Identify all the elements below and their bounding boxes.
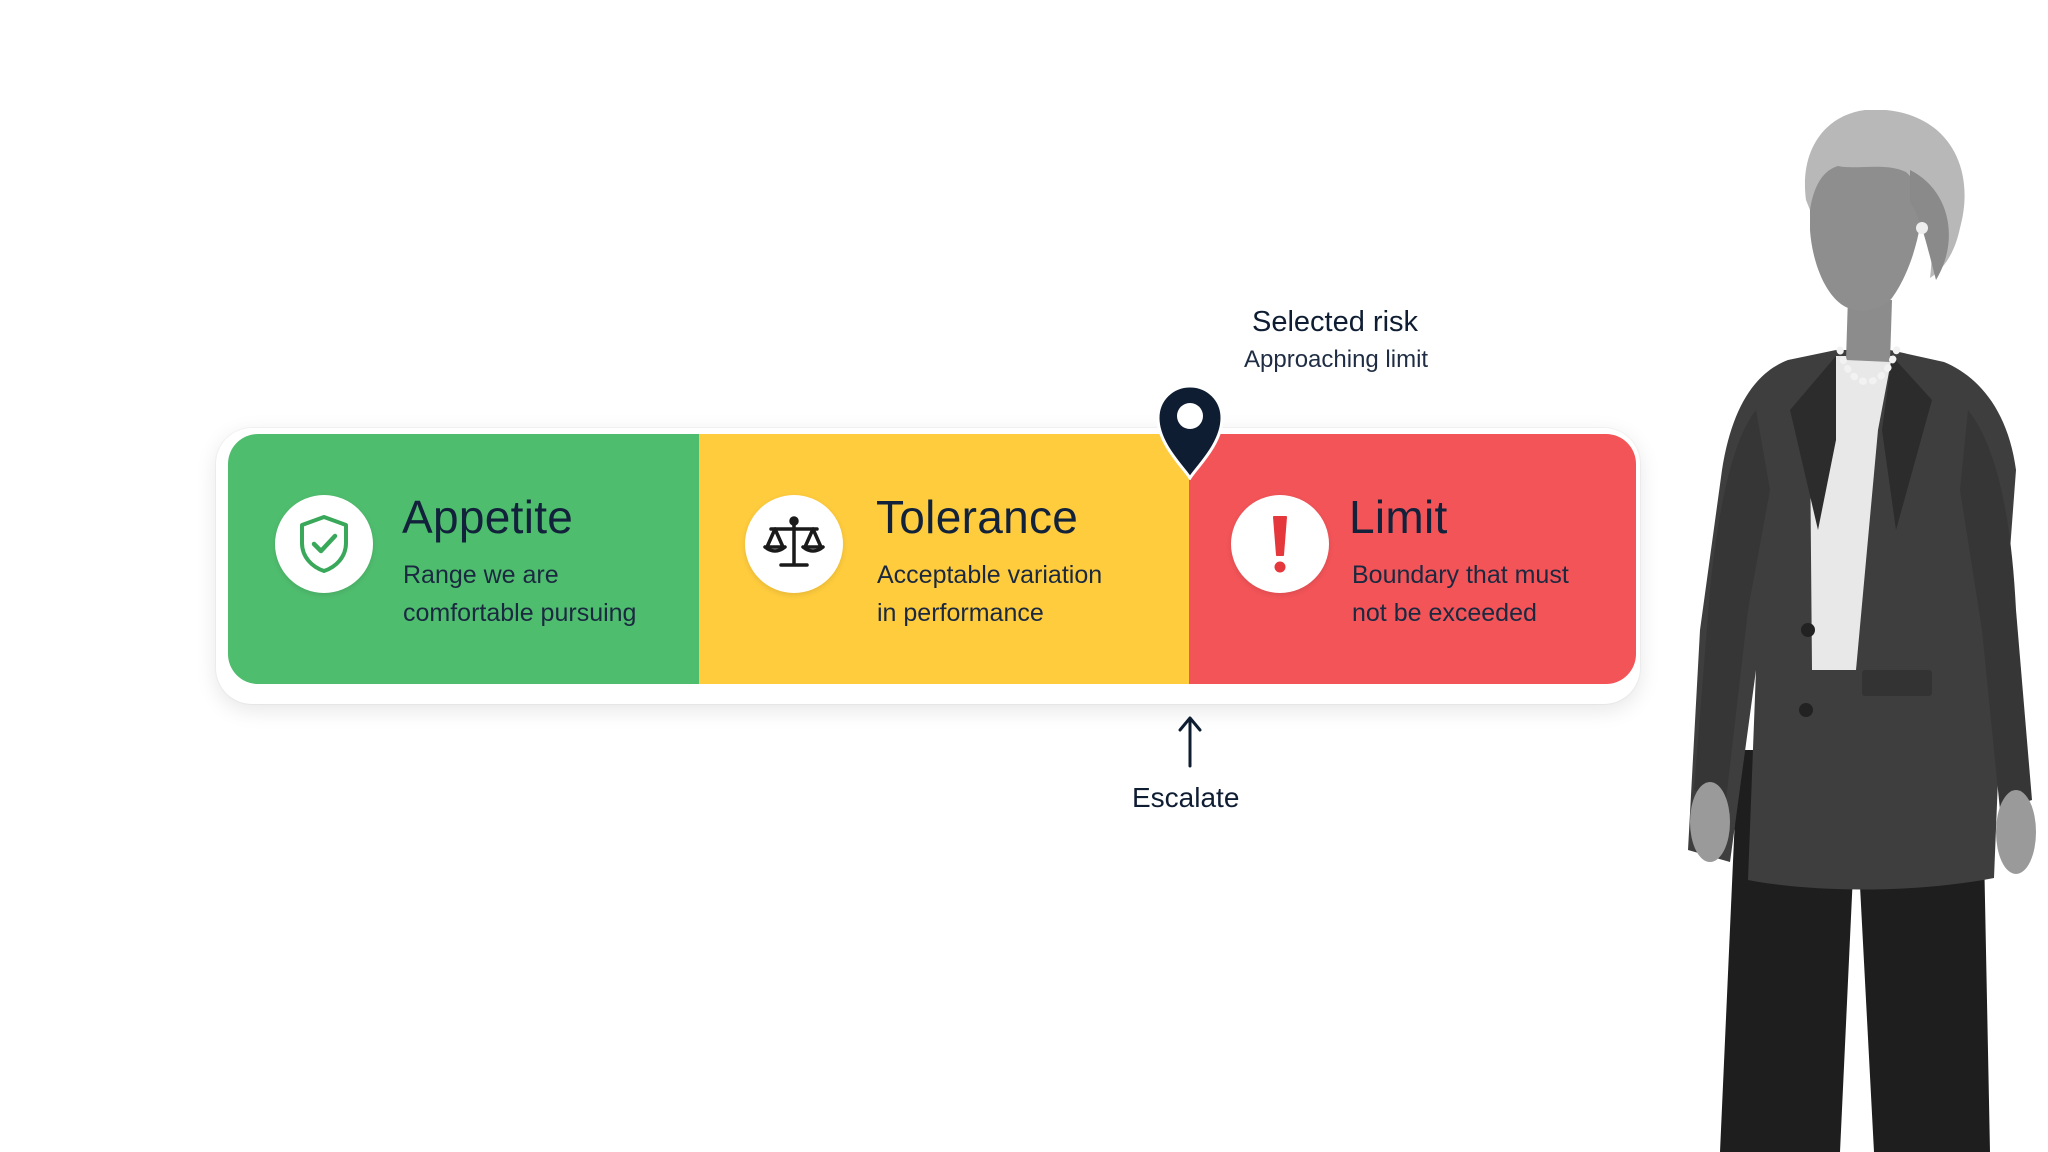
risk-scale-bar: Appetite Range we are comfortable pursui… [228, 434, 1636, 684]
zone-title: Appetite [402, 491, 574, 543]
zone-title: Limit [1349, 491, 1448, 543]
zone-description: Acceptable variation in performance [877, 556, 1102, 632]
zone-description-line: in performance [877, 599, 1044, 627]
zone-description-line: Acceptable variation [877, 561, 1103, 589]
zone-description: Range we are comfortable pursuing [403, 556, 636, 632]
zone-description: Boundary that must not be exceeded [1352, 556, 1569, 632]
shield-check-icon [275, 495, 373, 593]
exclamation-icon [1231, 495, 1329, 593]
zone-tolerance: Tolerance Acceptable variation in perfor… [699, 434, 1189, 684]
zone-title: Tolerance [876, 491, 1079, 543]
balance-scale-icon [745, 495, 843, 593]
zone-appetite: Appetite Range we are comfortable pursui… [228, 434, 699, 684]
zone-limit: Limit Boundary that must not be exceeded [1189, 434, 1636, 684]
arrow-up-icon [1178, 716, 1202, 768]
zone-description-line: comfortable pursuing [403, 599, 637, 627]
zone-description-line: Range we are [403, 561, 559, 589]
selected-risk-title: Selected risk [1252, 306, 1419, 338]
selected-risk-status: Approaching limit [1244, 346, 1429, 373]
escalate-label: Escalate [1132, 782, 1240, 813]
map-pin-icon[interactable] [1154, 382, 1226, 480]
person-figure [1688, 110, 2036, 1152]
zone-description-line: Boundary that must [1352, 561, 1569, 589]
zone-description-line: not be exceeded [1352, 599, 1537, 627]
